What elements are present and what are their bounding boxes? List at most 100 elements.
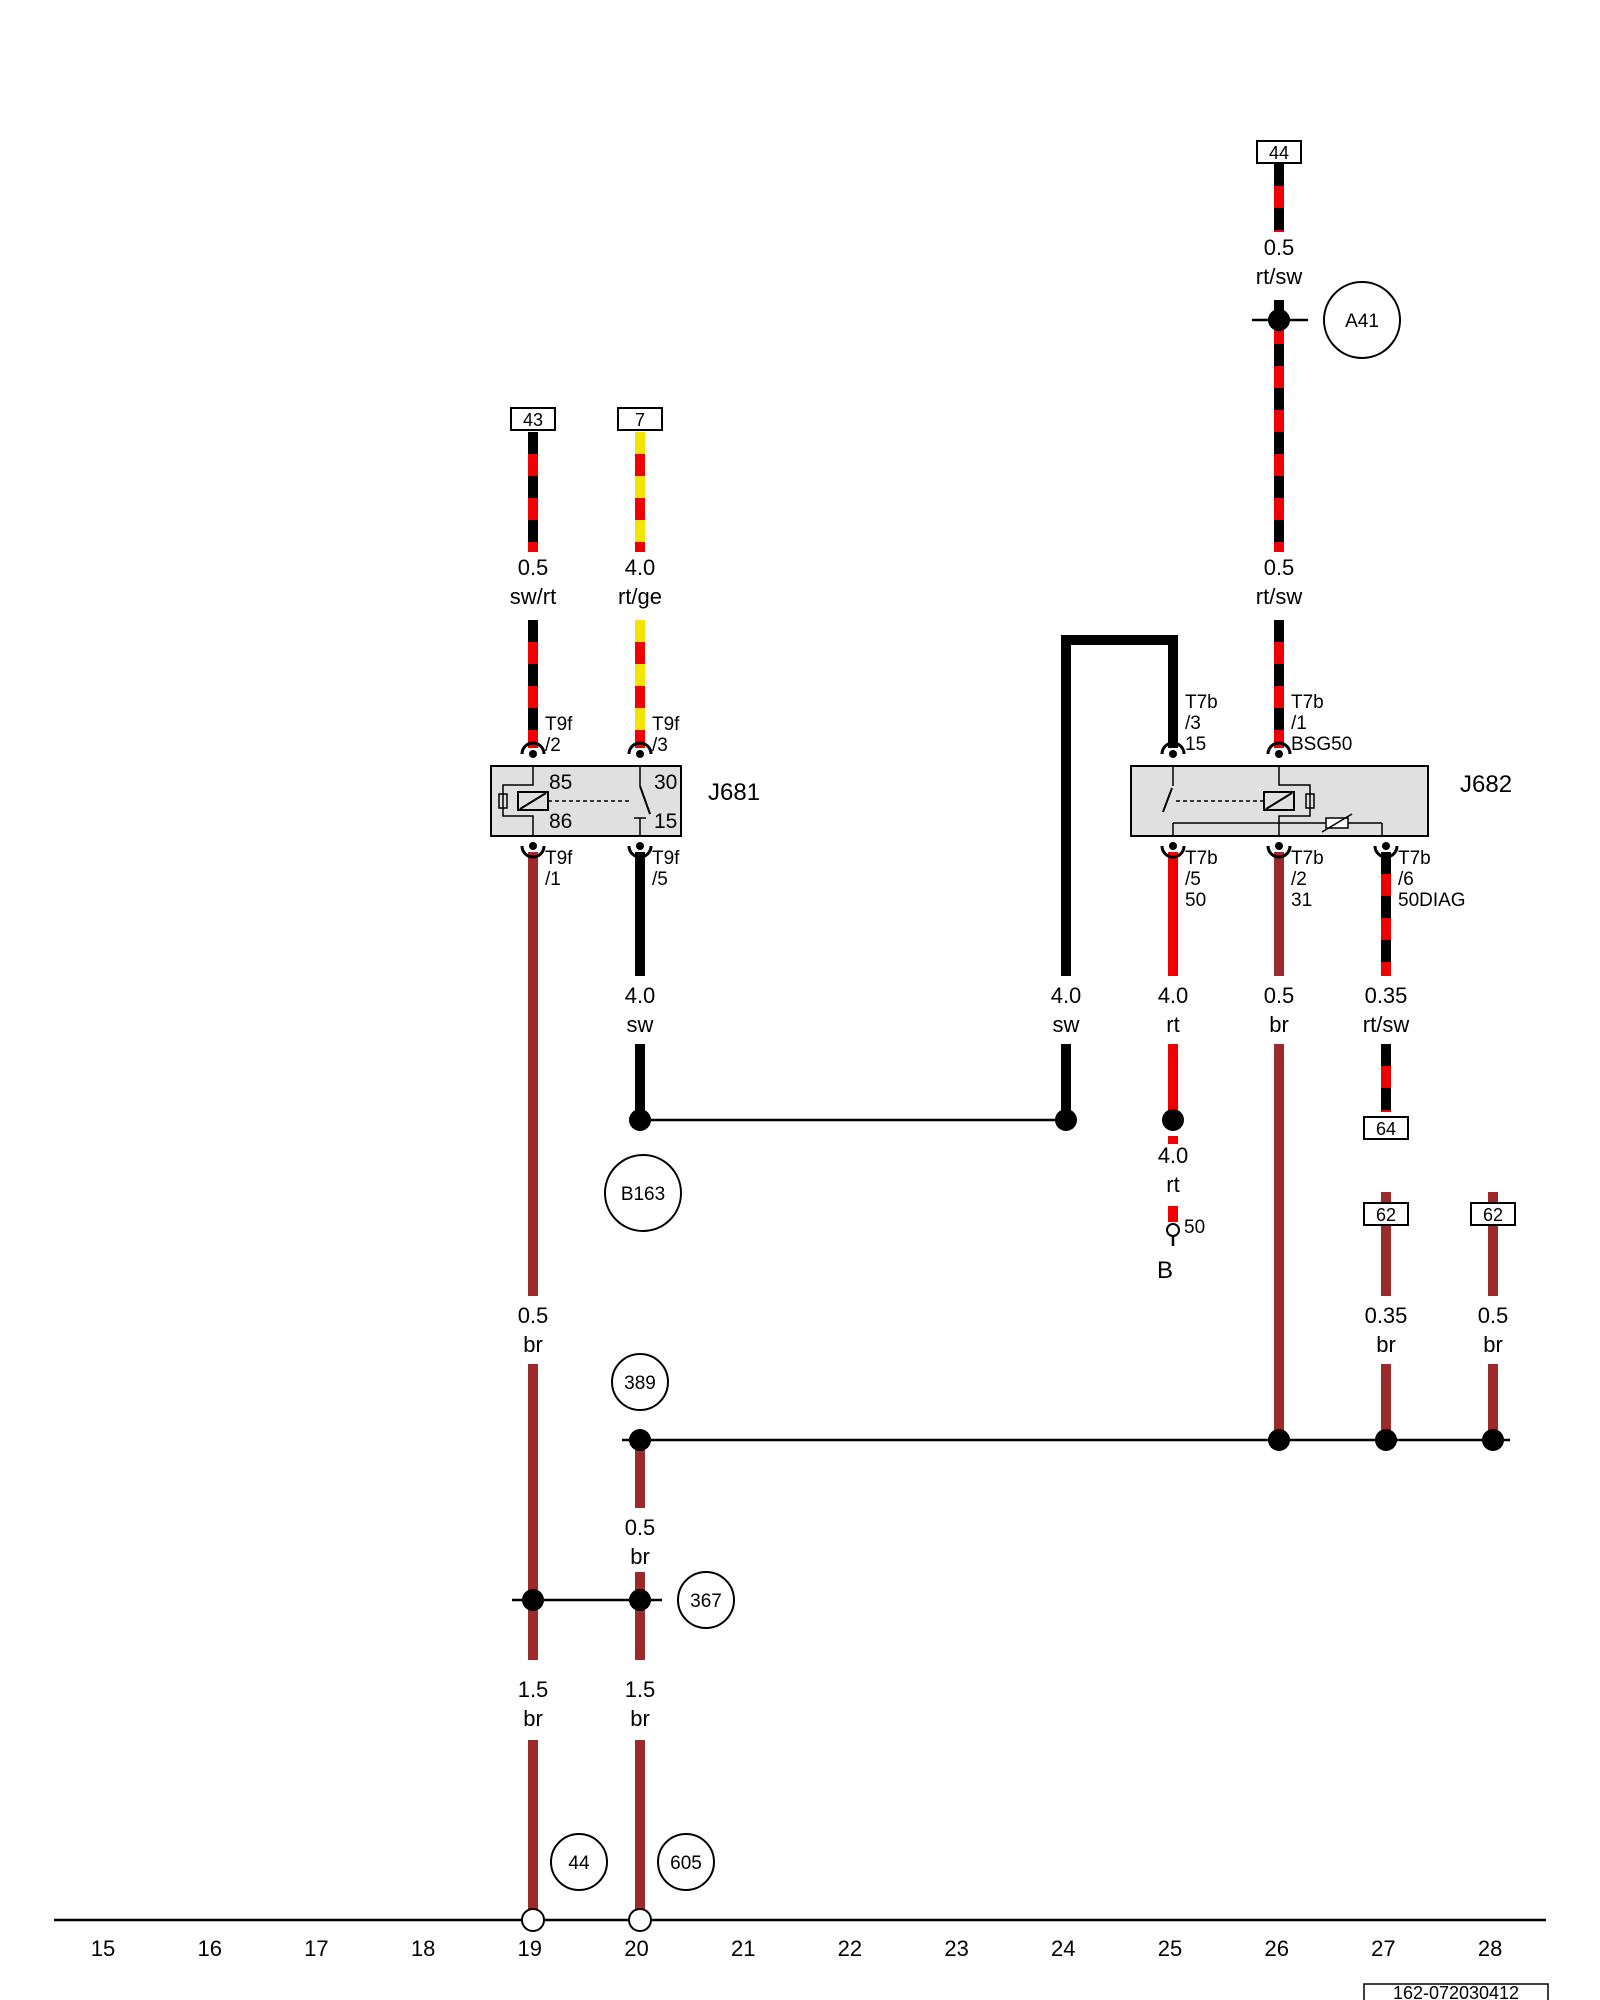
ground-terminals (521, 1908, 652, 1932)
pin-label-pin: /5 (1185, 869, 1201, 890)
wire-size-label: 0.35 (1365, 1303, 1408, 1328)
document-code: 162-072030412 (1363, 1983, 1549, 2000)
relay-j681[interactable]: 85 86 30 15 J681 (490, 765, 760, 837)
document-code-box (1363, 1983, 1549, 2000)
ref-box-label: 64 (1376, 1119, 1396, 1139)
column-number: 25 (1158, 1936, 1182, 1961)
ref-box[interactable] (1256, 140, 1302, 164)
connector-arc-8 (1373, 845, 1399, 859)
wire-size-label: 1.5 (518, 1677, 549, 1702)
ref-box[interactable] (617, 407, 663, 431)
document-code-text: 162-072030412 (1393, 1983, 1519, 2000)
pin-label-conn: T7b (1291, 848, 1324, 869)
pin-label-pin: /6 (1398, 869, 1414, 890)
wire-size-label: 0.35 (1365, 983, 1408, 1008)
pin-label-pin: /2 (545, 735, 561, 756)
splice-dot-6 (1375, 1429, 1397, 1451)
relay-terminal-30: 30 (654, 771, 677, 794)
wire-segments (528, 164, 1498, 1909)
connector-pin-dot-0 (529, 750, 537, 758)
splice-dot-2 (1055, 1109, 1077, 1131)
wire-size-label: 0.5 (518, 555, 549, 580)
connector-pin-dot-2 (1169, 750, 1177, 758)
ref-circle-label: 367 (690, 1591, 722, 1612)
splice-dot-7 (1482, 1429, 1504, 1451)
connector-arc-2 (1160, 741, 1186, 755)
ref-circle-label: 44 (568, 1853, 590, 1874)
connector-pin-dot-1 (636, 750, 644, 758)
relay-terminal-15: 15 (654, 810, 677, 833)
wire-color-label: rt/sw (1256, 264, 1303, 289)
wire-color-label: rt/ge (618, 584, 662, 609)
ground-terminal-20[interactable] (628, 1908, 652, 1932)
wire-size-label: 0.5 (518, 1303, 549, 1328)
ref-box-label: 62 (1483, 1205, 1503, 1225)
ref-box-label: 43 (523, 410, 543, 430)
connector-arc-6 (1160, 845, 1186, 859)
ref-box[interactable] (1363, 1202, 1409, 1226)
connector-arc-5 (627, 845, 653, 859)
wire-color-label: br (1269, 1012, 1289, 1037)
column-number: 19 (518, 1936, 542, 1961)
wire-color-label: sw (627, 1012, 654, 1037)
pin-label-func: BSG50 (1291, 734, 1352, 755)
wire-color-label: br (1376, 1332, 1396, 1357)
splice-dot-1 (629, 1109, 651, 1131)
wire-color-label: br (523, 1332, 543, 1357)
terminal-b[interactable]: 50 B (1157, 1217, 1205, 1284)
ref-circle[interactable] (1323, 281, 1401, 359)
pin-label-pin: /1 (1291, 713, 1307, 734)
connector-pin-dot-5 (636, 842, 644, 850)
splice-dot-8 (522, 1589, 544, 1611)
column-number: 27 (1371, 1936, 1395, 1961)
column-number: 20 (624, 1936, 648, 1961)
terminal-b-pin-label: 50 (1184, 1217, 1205, 1238)
component-label-j682: J682 (1460, 771, 1512, 798)
ref-box[interactable] (1470, 1202, 1516, 1226)
wire-color-label: sw (1053, 1012, 1080, 1037)
resistor-arrow-icon (1321, 813, 1353, 833)
ref-circle[interactable] (550, 1833, 608, 1891)
ref-circle[interactable] (611, 1353, 669, 1411)
control-unit-j682[interactable]: J682 (1130, 765, 1512, 837)
column-number: 23 (944, 1936, 968, 1961)
pin-label-pin: /2 (1291, 869, 1307, 890)
splice-dot-3 (1162, 1109, 1184, 1131)
connector-pin-dot-3 (1275, 750, 1283, 758)
splice-dot-4 (629, 1429, 651, 1451)
pin-label-func: 31 (1291, 890, 1312, 911)
pin-label-conn: T7b (1398, 848, 1431, 869)
pin-label-func: 15 (1185, 734, 1206, 755)
pin-label-func: 50 (1185, 890, 1206, 911)
wire-size-label: 4.0 (1158, 983, 1189, 1008)
ground-terminal-19[interactable] (521, 1908, 545, 1932)
unit-coil-wiring (1278, 766, 1311, 836)
pin-label-pin: /5 (652, 869, 668, 890)
ref-circle[interactable] (677, 1571, 735, 1629)
wire-size-label: 0.5 (1264, 555, 1295, 580)
column-number: 18 (411, 1936, 435, 1961)
wire-color-label: br (630, 1706, 650, 1731)
ref-circle[interactable] (657, 1833, 715, 1891)
wire-color-label: rt/sw (1363, 1012, 1410, 1037)
wire-color-label: rt/sw (1256, 584, 1303, 609)
ref-box[interactable] (510, 407, 556, 431)
wire-size-label: 4.0 (1158, 1143, 1189, 1168)
ref-box[interactable] (1363, 1116, 1409, 1140)
splice-dot-5 (1268, 1429, 1290, 1451)
pin-label-pin: /3 (1185, 713, 1201, 734)
connector-arc-1 (627, 741, 653, 755)
column-number: 24 (1051, 1936, 1075, 1961)
ref-box-label: 7 (635, 410, 645, 430)
wire-size-label: 4.0 (1051, 983, 1082, 1008)
wire-size-label: 4.0 (625, 555, 656, 580)
ref-circle[interactable] (604, 1154, 682, 1232)
relay-switch-icon (639, 785, 651, 815)
relay-terminal-86: 86 (549, 810, 572, 833)
wire-size-label: 0.5 (1478, 1303, 1509, 1328)
component-label-j681: J681 (708, 779, 760, 806)
